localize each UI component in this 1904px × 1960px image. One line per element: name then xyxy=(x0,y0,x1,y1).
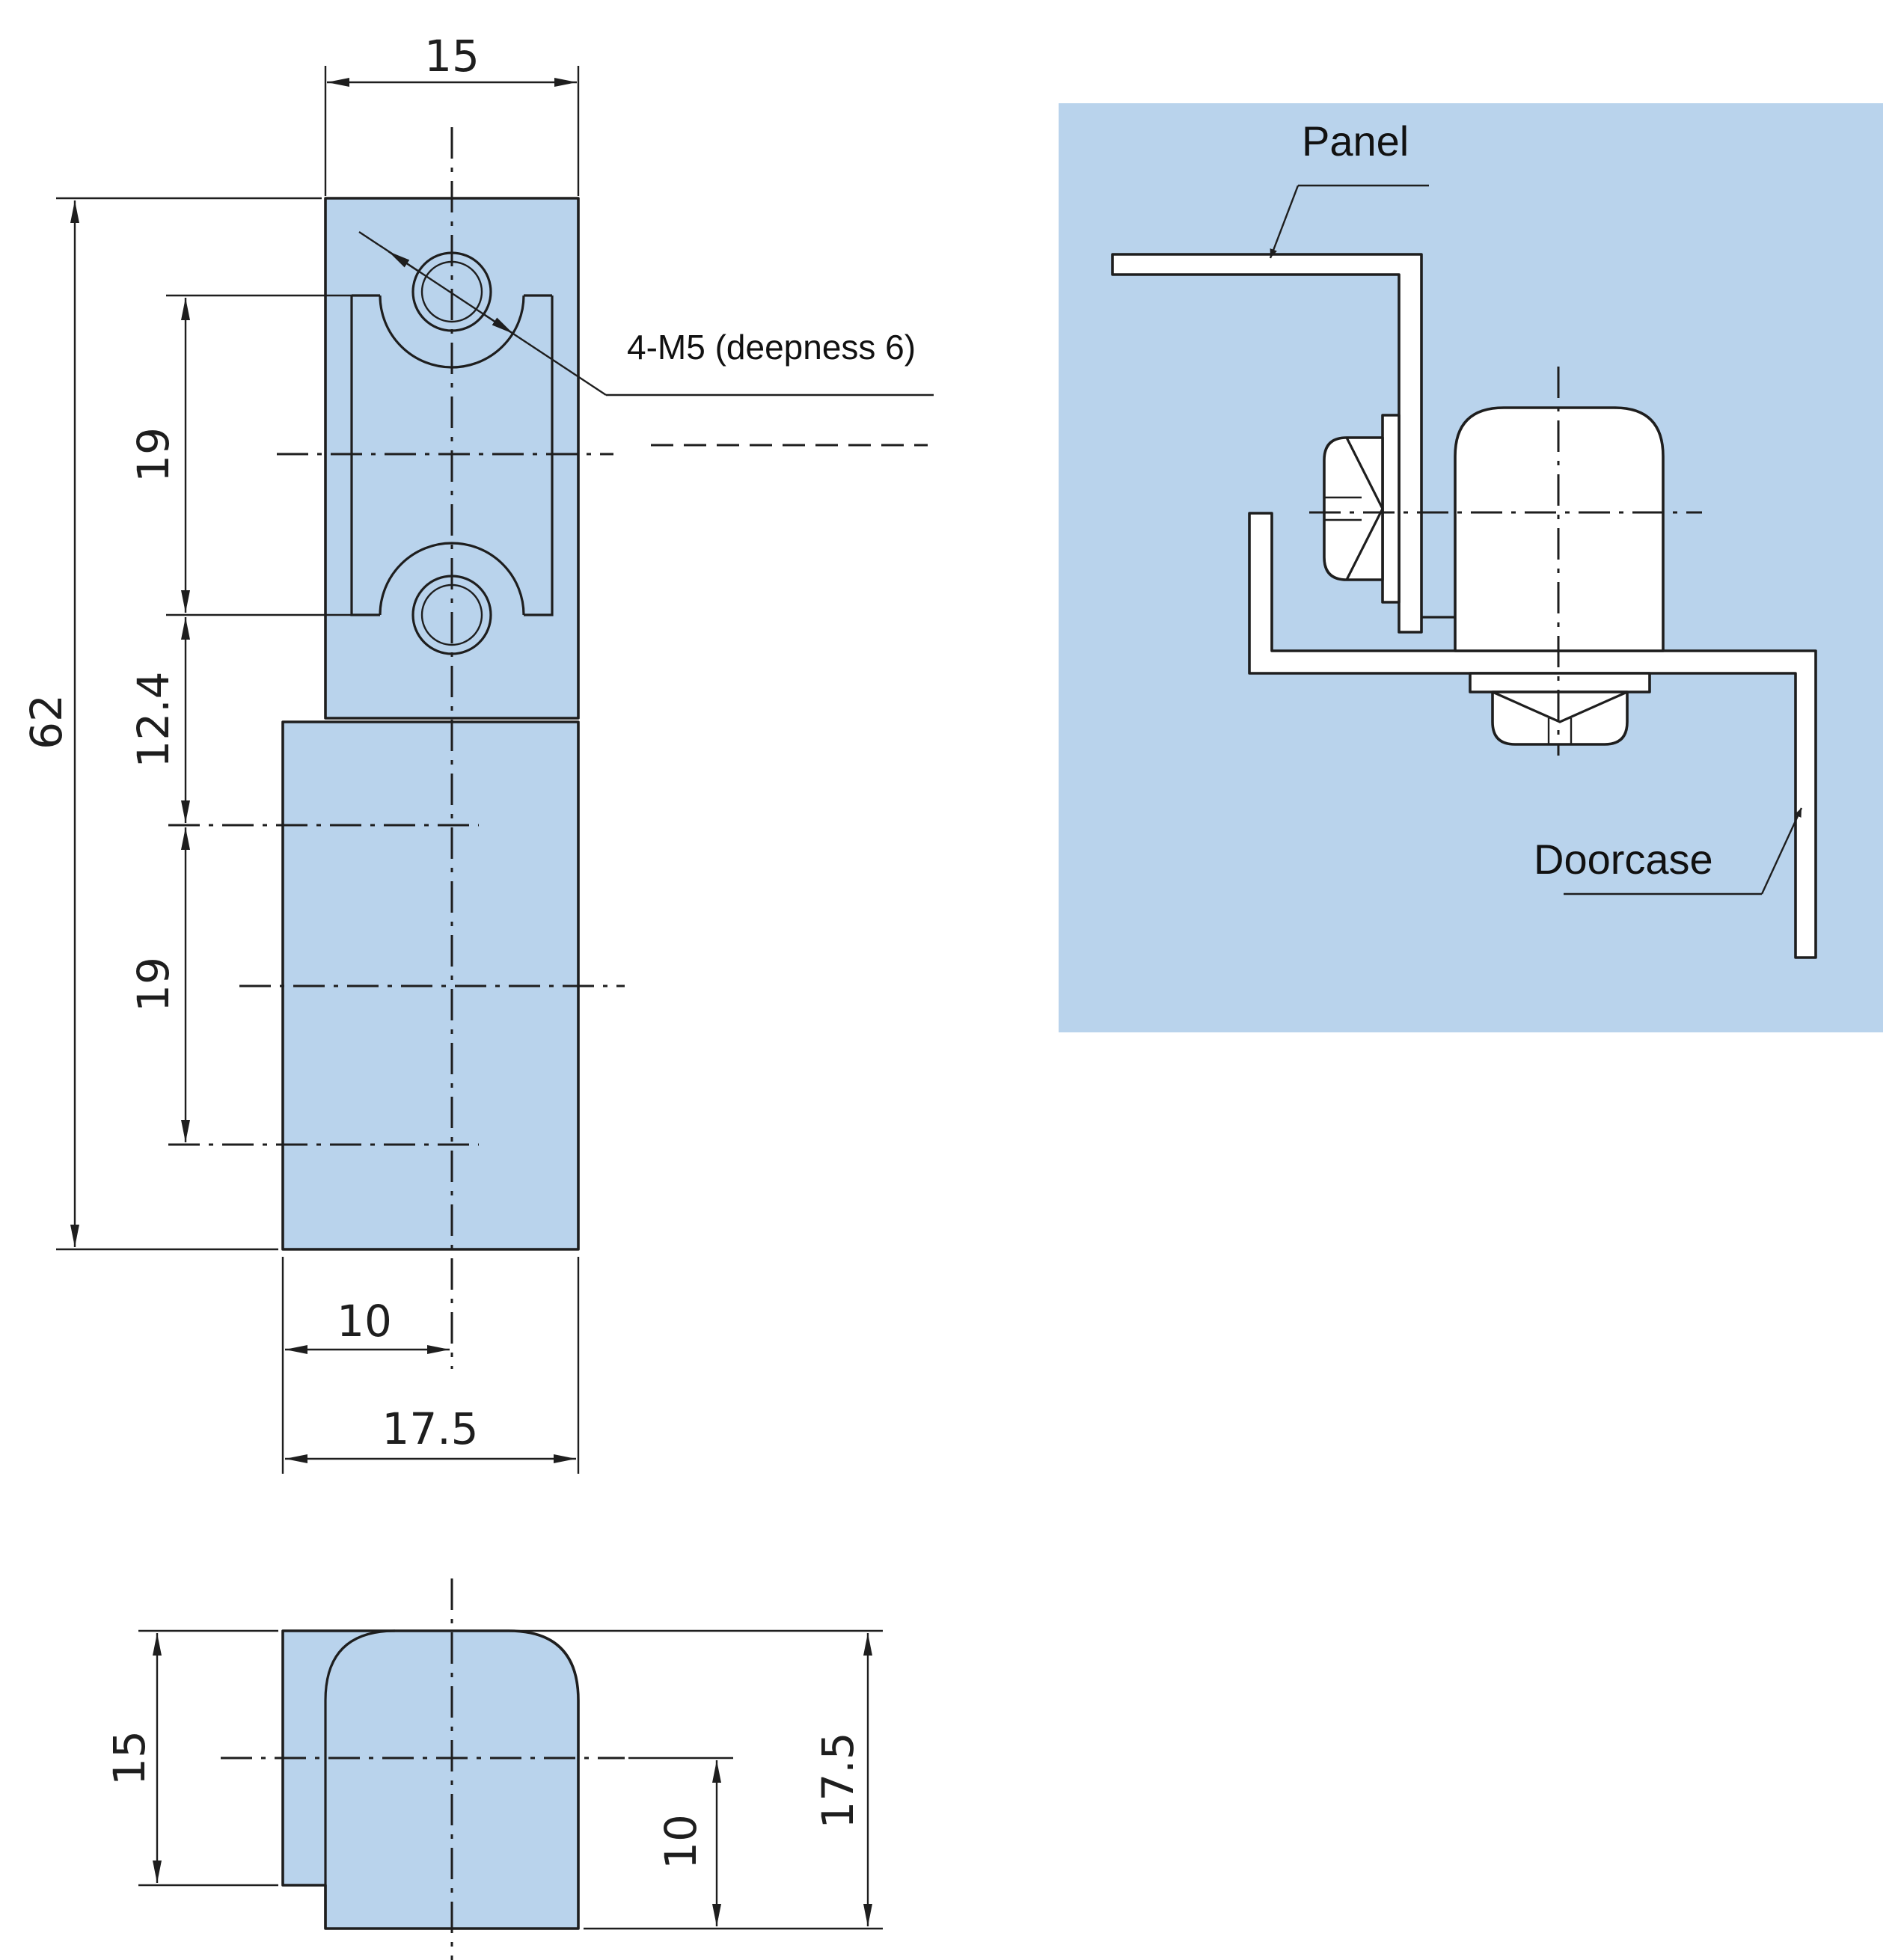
dim-hole-pitch-upper: 19 xyxy=(128,427,179,483)
dim-side-total: 17.5 xyxy=(812,1732,863,1828)
dim-total-height: 62 xyxy=(21,694,72,750)
thread-note: 4-M5 (deepness 6) xyxy=(627,328,916,367)
doorcase-screw xyxy=(1469,672,1651,746)
dim-side-height: 15 xyxy=(104,1730,155,1786)
dim-base-width: 17.5 xyxy=(382,1403,478,1454)
side-inner-edge xyxy=(324,1629,396,1929)
panel-profile xyxy=(1111,253,1423,634)
dim-hole-pitch-lower: 19 xyxy=(128,957,179,1012)
doorcase-profile xyxy=(1248,512,1817,959)
lower-slot xyxy=(379,542,525,616)
dim-axis-offset-bottom: 10 xyxy=(337,1296,392,1347)
front-view: 15 62 19 12.4 19 4-M5 (deepness 6) 10 17… xyxy=(21,31,934,1474)
installation-view: Panel Doorcase xyxy=(1059,103,1883,1032)
doorcase-label: Doorcase xyxy=(1534,836,1713,883)
dim-side-axis-offset: 10 xyxy=(655,1814,706,1869)
dim-front-width: 15 xyxy=(424,31,480,82)
dim-offset: 12.4 xyxy=(128,671,179,768)
panel-screw xyxy=(1323,414,1401,604)
side-view: 15 10 17.5 xyxy=(104,1578,883,1960)
panel-label: Panel xyxy=(1302,117,1409,165)
